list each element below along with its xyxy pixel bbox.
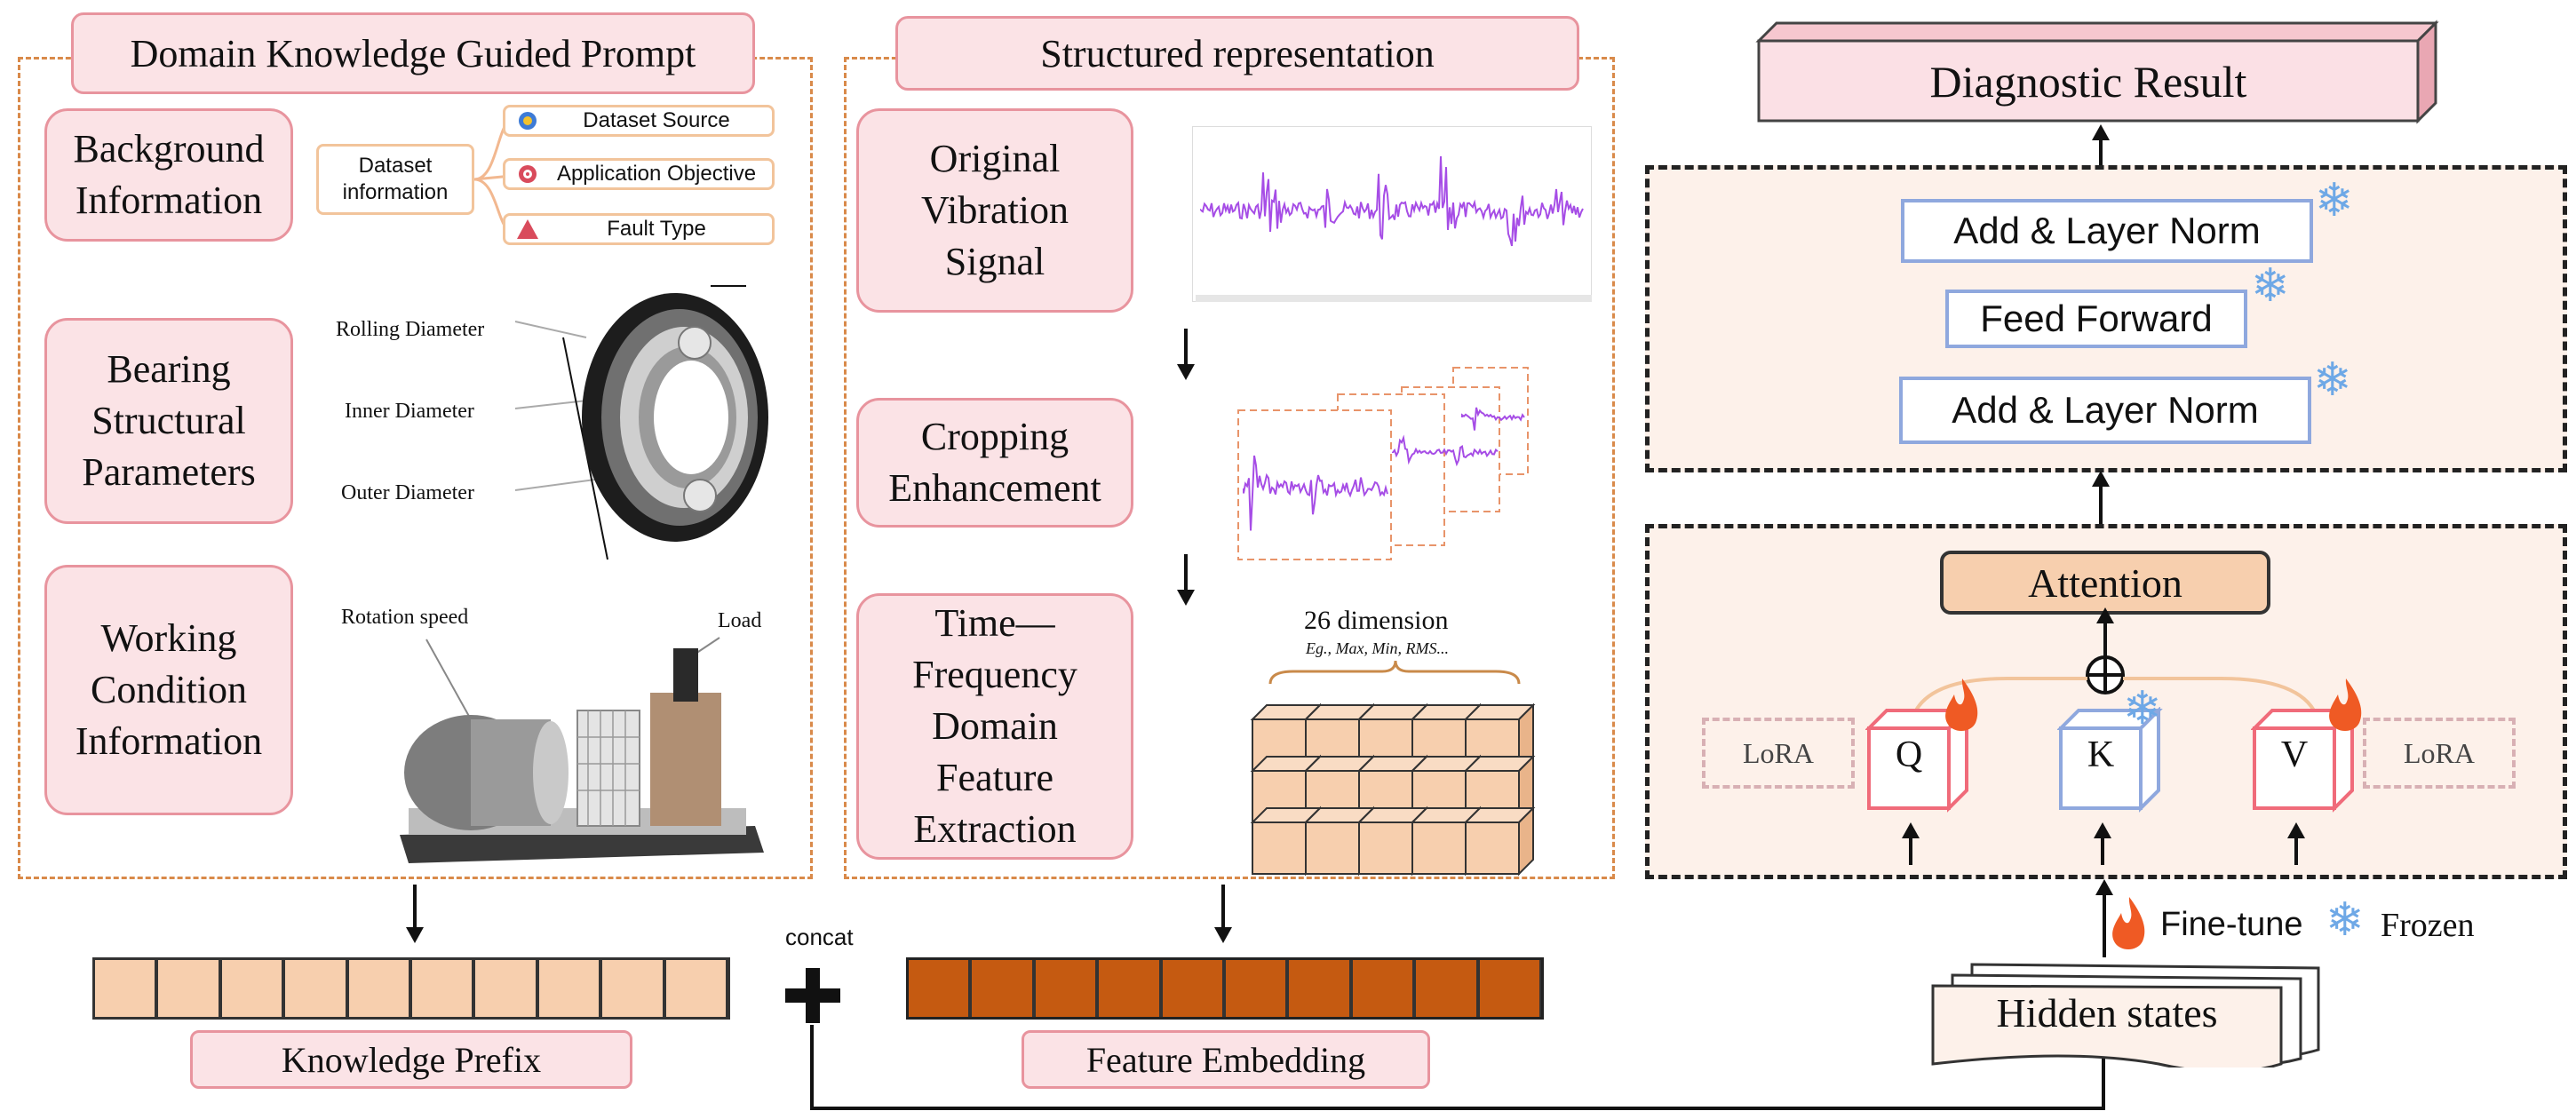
vector-cell: [1224, 960, 1288, 1017]
vector-cell: [346, 960, 411, 1017]
test-rig-illustration: [400, 637, 764, 863]
hidden-states-stack: [1931, 963, 2320, 1067]
bearing-illustration: [514, 285, 768, 560]
add-layer-norm-top: Add & Layer Norm: [1901, 199, 2313, 263]
lora-right-box: LoRA: [2363, 718, 2516, 789]
snowflake-icon: ❄: [2313, 355, 2352, 406]
feature-cube: [1411, 821, 1467, 875]
load-label: Load: [718, 609, 762, 632]
down-arrow-middle: [1210, 885, 1236, 951]
value-cube: [2251, 707, 2357, 813]
vector-cell: [537, 960, 601, 1017]
vector-cell: [600, 960, 664, 1017]
outer-diameter-label: Outer Diameter: [341, 481, 474, 504]
dataset-source-label: Dataset Source: [583, 108, 730, 132]
dataset-information-node: Dataset information: [316, 144, 474, 215]
arrow-to-value: [2287, 822, 2305, 865]
key-label: K: [2087, 734, 2115, 775]
concat-plus-icon: [785, 968, 840, 1023]
arrow-to-query: [1902, 822, 1920, 865]
feature-cube: [1252, 821, 1307, 875]
feature-cube: [1358, 821, 1413, 875]
arrow-to-feed-forward-block: [2092, 471, 2110, 524]
feature-embedding-vector: [906, 957, 1544, 1020]
down-arrow-left: [402, 885, 428, 951]
application-objective-item: Application Objective: [503, 158, 775, 190]
warning-icon: [517, 219, 538, 239]
vector-cell: [1350, 960, 1415, 1017]
vector-cell: [410, 960, 474, 1017]
vector-cell: [473, 960, 537, 1017]
query-label: Q: [1895, 734, 1923, 775]
snowflake-icon: ❄: [2123, 684, 2162, 734]
original-vibration-signal-box: Original Vibration Signal: [856, 108, 1133, 313]
feature-cube-grid: [1250, 702, 1536, 877]
vector-cell: [156, 960, 220, 1017]
feature-cube: [1305, 821, 1360, 875]
inner-diameter-label: Inner Diameter: [345, 400, 474, 423]
hidden-states-label: Hidden states: [1996, 990, 2218, 1036]
knowledge-prefix-label: Knowledge Prefix: [190, 1030, 632, 1089]
frozen-legend-label: Frozen: [2381, 907, 2475, 944]
fault-type-item: Fault Type: [503, 213, 775, 245]
dimension-label: 26 dimension: [1304, 606, 1449, 635]
rolling-diameter-label: Rolling Diameter: [336, 318, 485, 341]
knowledge-prefix-vector: [92, 957, 730, 1020]
diagnostic-result-box: [1755, 20, 2439, 124]
vector-cell: [909, 960, 971, 1017]
add-layer-norm-bottom: Add & Layer Norm: [1899, 377, 2311, 444]
feature-embedding-label: Feature Embedding: [1022, 1030, 1430, 1089]
dataset-source-icon: [519, 112, 537, 130]
working-condition-box: Working Condition Information: [44, 565, 293, 815]
background-information-box: Background Information: [44, 108, 293, 242]
arrow-to-diagnostic: [2092, 124, 2110, 167]
query-cube: [1865, 707, 1971, 813]
arrow-to-key: [2094, 822, 2111, 865]
domain-knowledge-title: Domain Knowledge Guided Prompt: [71, 12, 755, 94]
key-cube: [2057, 707, 2163, 813]
structured-representation-title: Structured representation: [895, 16, 1579, 91]
vector-cell: [970, 960, 1034, 1017]
vector-cell: [1477, 960, 1542, 1017]
vibration-signal-plot: [1192, 126, 1592, 302]
fine-tune-legend-label: Fine-tune: [2160, 906, 2303, 943]
snowflake-icon: ❄: [2326, 895, 2365, 946]
value-label: V: [2280, 734, 2309, 775]
down-arrow-1: [1173, 329, 1199, 393]
cropping-enhancement-box: Cropping Enhancement: [856, 398, 1133, 528]
feature-cube: [1465, 821, 1520, 875]
lora-left-box: LoRA: [1702, 718, 1855, 789]
target-icon: [519, 165, 537, 183]
dataset-source-item: Dataset Source: [503, 105, 775, 137]
bearing-structural-parameters-box: Bearing Structural Parameters: [44, 318, 293, 524]
diagnostic-result-title: Diagnostic Result: [1929, 57, 2247, 107]
cropped-signal-stack: [1237, 367, 1529, 560]
snowflake-icon: ❄: [2251, 261, 2290, 312]
time-frequency-feature-box: Time— Frequency Domain Feature Extractio…: [856, 593, 1133, 860]
vector-cell: [1287, 960, 1351, 1017]
fire-icon: [2329, 679, 2362, 731]
down-arrow-2: [1173, 554, 1199, 612]
fault-type-label: Fault Type: [607, 217, 706, 241]
dimension-example-label: Eg., Max, Min, RMS...: [1306, 639, 1449, 657]
vector-cell: [1414, 960, 1478, 1017]
feed-forward: Feed Forward: [1945, 290, 2247, 348]
concat-label: concat: [785, 924, 854, 950]
arrow-hidden-to-attention: [2095, 879, 2113, 957]
snowflake-icon: ❄: [2315, 176, 2354, 226]
fire-icon: [2112, 897, 2145, 949]
vector-cell: [95, 960, 157, 1017]
application-objective-label: Application Objective: [556, 162, 757, 186]
vector-cell: [219, 960, 284, 1017]
vector-cell: [1097, 960, 1161, 1017]
fire-icon: [1945, 679, 1978, 731]
rotation-speed-label: Rotation speed: [341, 606, 469, 629]
vector-cell: [664, 960, 728, 1017]
feature-brace: [1268, 660, 1521, 685]
vector-cell: [283, 960, 347, 1017]
vector-cell: [1033, 960, 1098, 1017]
vector-cell: [1160, 960, 1225, 1017]
